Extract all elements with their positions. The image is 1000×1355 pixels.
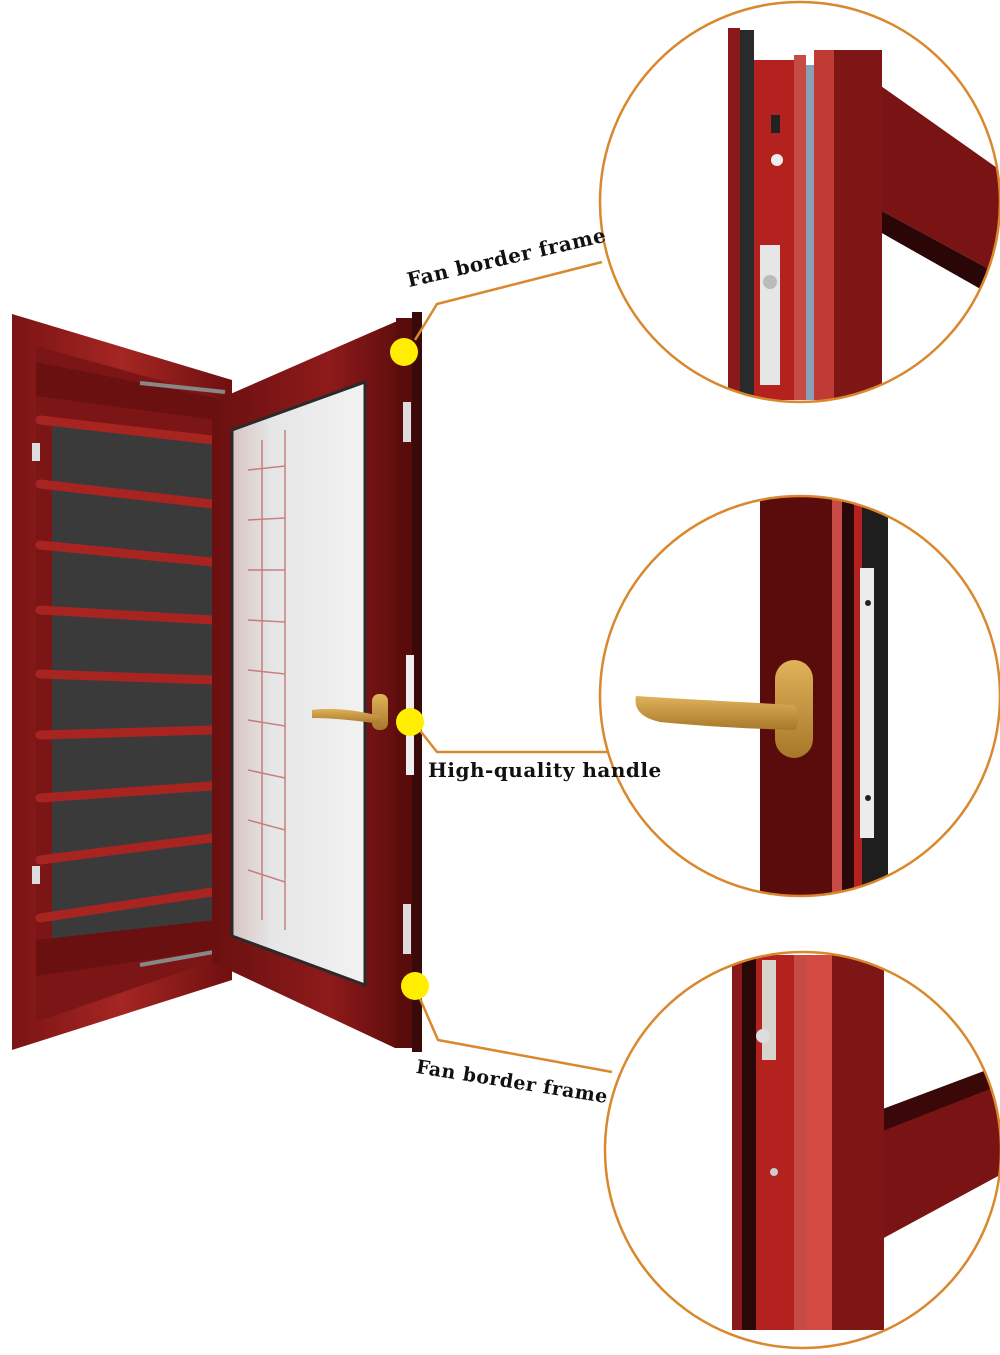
detail-circle-middle xyxy=(598,494,1000,898)
outer-frame xyxy=(12,314,232,1050)
detail-circle-top xyxy=(598,0,1000,404)
window-sash xyxy=(212,312,422,1052)
connector-middle xyxy=(417,727,608,754)
callout-connectors xyxy=(413,260,613,1074)
window-handle xyxy=(312,694,388,730)
callout-markers xyxy=(390,338,429,1000)
detail-circle-bottom xyxy=(603,950,1000,1350)
callout-label-middle: High-quality handle xyxy=(428,758,662,782)
connector-bottom xyxy=(416,993,613,1074)
handle-closeup xyxy=(635,660,813,758)
marker-top xyxy=(390,338,418,366)
marker-bottom xyxy=(401,972,429,1000)
marker-middle xyxy=(396,708,424,736)
connector-top xyxy=(413,260,603,341)
louver-slats xyxy=(35,415,217,923)
